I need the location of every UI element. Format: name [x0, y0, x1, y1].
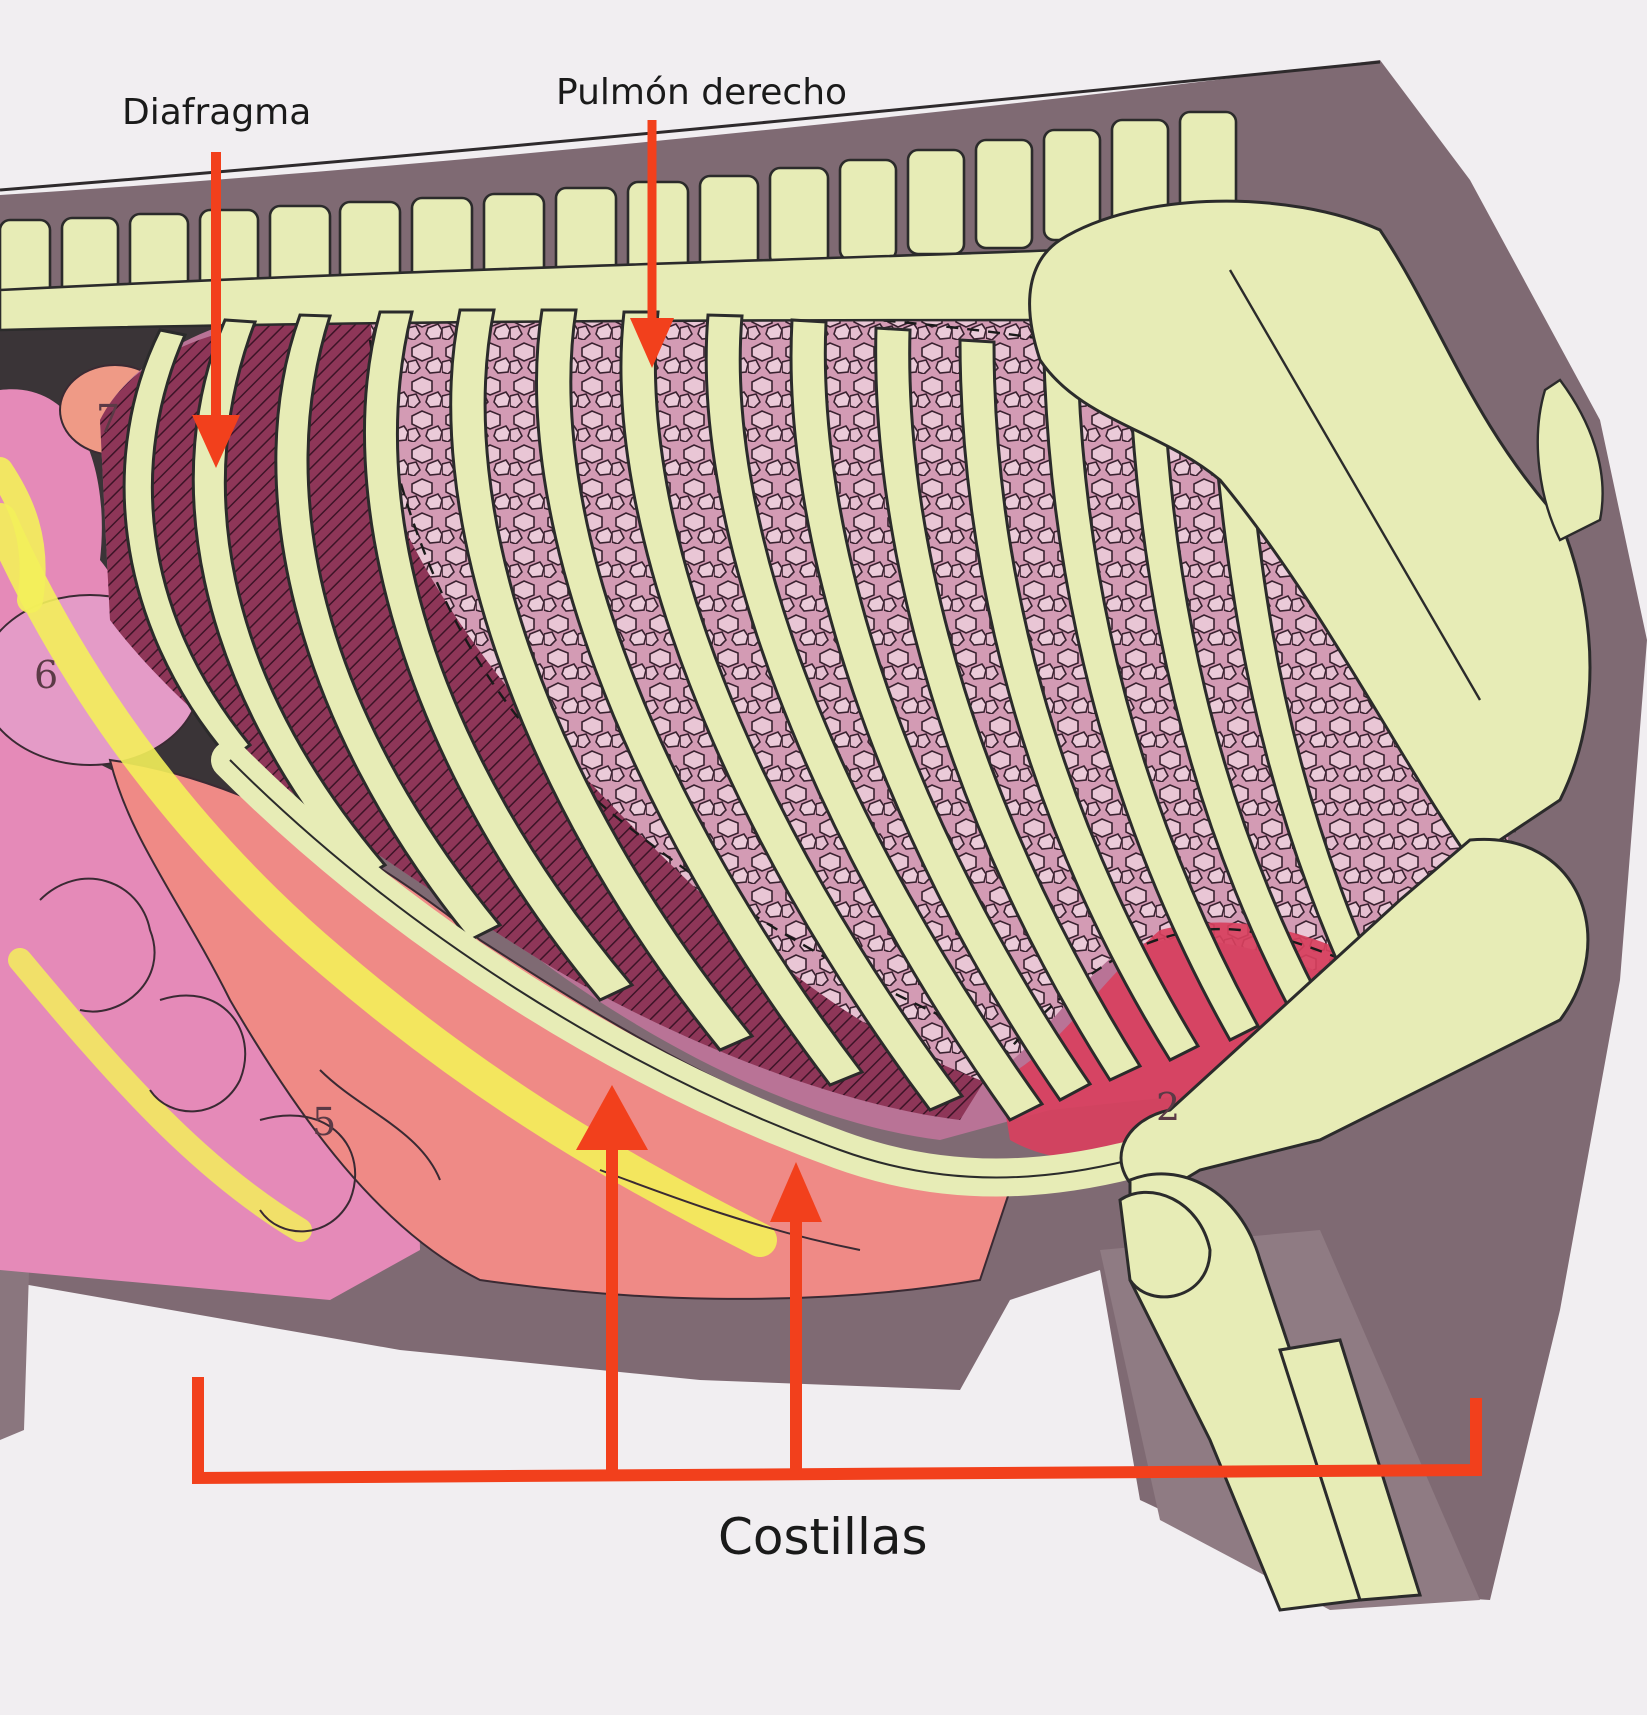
rib-arrow-2-head	[770, 1162, 822, 1222]
fat-streak-2	[8, 948, 312, 1242]
vertebrae	[0, 110, 1238, 302]
scapula-spine	[1228, 269, 1482, 701]
pulmon-arrow-head	[630, 318, 674, 368]
scapula	[1028, 199, 1592, 863]
organ-number-7: 7	[96, 397, 120, 441]
label-diafragma: Diafragma	[122, 92, 312, 133]
back-skin	[0, 60, 1381, 192]
costillas-bracket	[192, 1377, 1482, 1485]
rib-arrow-1-head	[576, 1085, 648, 1150]
intestine-loops	[39, 877, 861, 1251]
annotation-arrows	[192, 120, 1482, 1485]
elbow	[1118, 1190, 1212, 1299]
humerus	[1119, 837, 1590, 1202]
diafragma-arrow-head	[192, 415, 240, 468]
label-pulmon-derecho: Pulmón derecho	[556, 72, 848, 113]
organ-number-5: 5	[312, 1100, 336, 1144]
label-costillas: Costillas	[718, 1508, 928, 1566]
front-leg-left	[0, 1240, 30, 1440]
costal-arch-outline	[229, 759, 1131, 1179]
organ-number-6: 6	[34, 653, 58, 697]
fat-streak-3	[0, 457, 46, 613]
neck-vertebra	[1536, 378, 1604, 542]
organ-number-2: 2	[1156, 1085, 1180, 1129]
